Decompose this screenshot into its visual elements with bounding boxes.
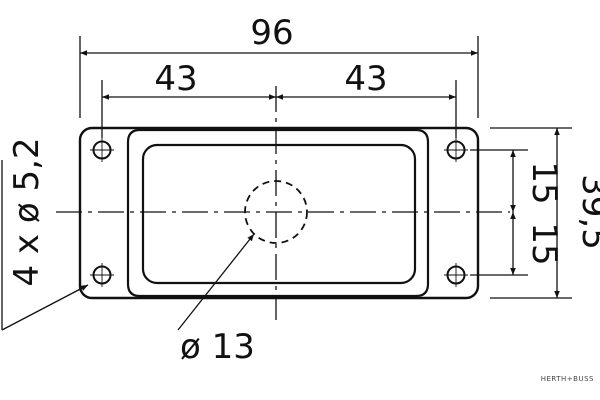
mount-holes-label: 4 x ø 5,2: [7, 137, 47, 286]
mount-hole-top-left: [90, 138, 114, 162]
overall-width-label: 96: [250, 13, 293, 53]
extension-lines: [79, 36, 572, 299]
overall-height-label: 39,5: [574, 174, 600, 250]
raised-body: [126, 128, 430, 298]
right-half-width-label: 43: [344, 59, 387, 99]
mounting-holes: [90, 138, 468, 287]
center-hole-leader: [177, 233, 255, 331]
outer-flange: [78, 126, 480, 300]
brand-logo: HERTH+BUSS: [541, 375, 594, 383]
mount-hole-bottom-left: [90, 263, 114, 287]
dimension-lines: [80, 50, 560, 298]
mount-hole-top-right: [444, 138, 468, 162]
leader-lines: [1, 160, 255, 331]
upper-half-height-label: 15: [524, 161, 564, 204]
lower-half-height-label: 15: [524, 222, 564, 265]
inner-window: [141, 143, 417, 285]
center-hole-label: ø 13: [180, 327, 255, 367]
mount-hole-bottom-right: [444, 263, 468, 287]
center-hole: [244, 180, 308, 244]
left-half-width-label: 43: [154, 59, 197, 99]
part-outline: [78, 126, 480, 300]
center-lines: [56, 86, 510, 320]
